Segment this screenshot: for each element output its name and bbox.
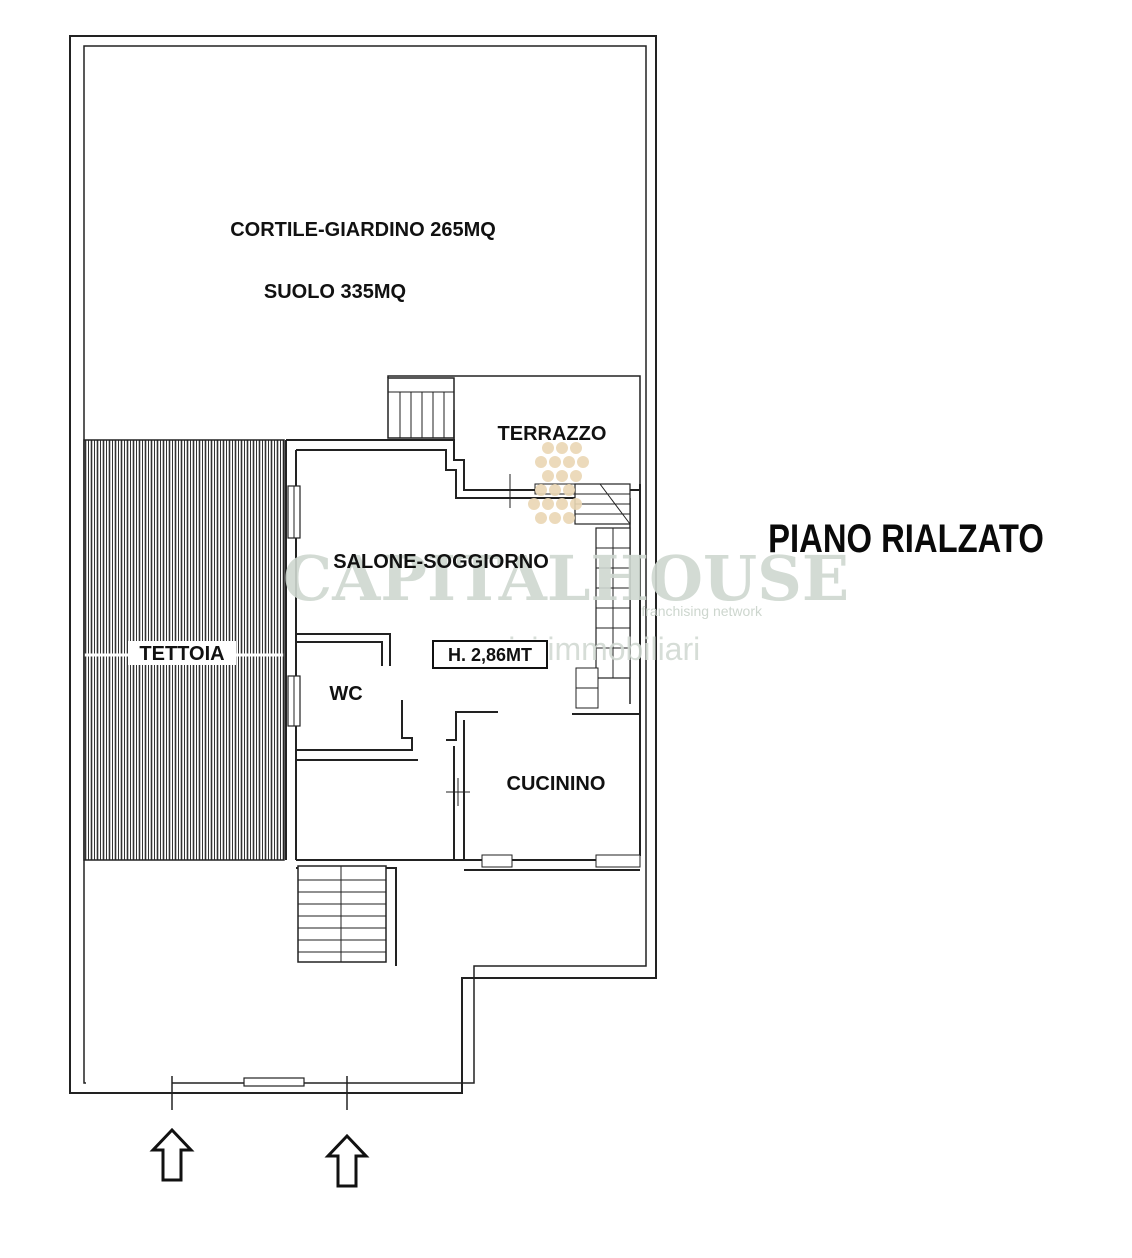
terrace-outline (387, 375, 641, 484)
front-gates (86, 1076, 348, 1110)
room-label-living: SALONE-SOGGIORNO (333, 551, 549, 573)
wc-walls (296, 633, 418, 761)
ceiling-height-badge: H. 2,86MT (432, 640, 548, 669)
room-label-canopy: TETTOIA (139, 643, 224, 665)
room-label-kitchenette: CUCININO (507, 773, 606, 795)
room-label-terrace: TERRAZZO (498, 423, 607, 445)
staircase-icon (574, 483, 631, 709)
watermark-logo-icon (528, 442, 589, 524)
floor-title: PIANO RIALZATO (768, 516, 1044, 561)
entrance-arrow-icon (324, 1133, 370, 1188)
watermark: CAPITALHOUSE franchising network servizi… (283, 442, 849, 667)
watermark-tagline: franchising network (641, 603, 763, 619)
staircase-icon (297, 865, 387, 963)
room-label-land: SUOLO 335MQ (264, 281, 406, 303)
entrance-arrow-icon (149, 1127, 195, 1182)
house-walls (285, 439, 641, 966)
watermark-brand: CAPITALHOUSE (283, 542, 849, 615)
outer-boundary (69, 35, 657, 1094)
ceiling-height-label: H. 2,86MT (448, 645, 532, 665)
kitchen-walls (446, 711, 498, 860)
room-label-garden: CORTILE-GIARDINO 265MQ (230, 219, 496, 241)
staircase-icon (387, 377, 455, 439)
room-label-bathroom: WC (329, 683, 362, 705)
